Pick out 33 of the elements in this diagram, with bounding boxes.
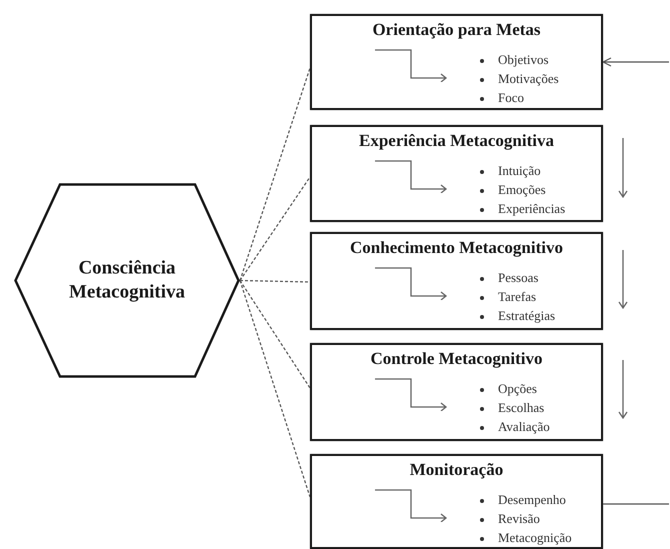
bullet-item: Foco xyxy=(498,90,524,106)
box-heading: Monitoração xyxy=(408,460,504,480)
box-heading: Orientação para Metas xyxy=(371,20,542,40)
bullet-item: Escolhas xyxy=(498,400,544,416)
bullet-item: Metacognição xyxy=(498,530,572,546)
bullet-item: Opções xyxy=(498,381,537,397)
bullet-item: Emoções xyxy=(498,182,546,198)
bullet-item: Experiências xyxy=(498,201,566,217)
box-heading: Experiência Metacognitiva xyxy=(358,131,555,151)
bullet-item: Estratégias xyxy=(498,308,556,324)
box-heading: Controle Metacognitivo xyxy=(369,349,544,369)
bullet-item: Objetivos xyxy=(498,52,549,68)
category-box xyxy=(310,14,603,110)
category-box xyxy=(310,232,603,330)
dashed-connector xyxy=(240,176,310,281)
bullet-item: Pessoas xyxy=(498,270,538,286)
bullet-item: Revisão xyxy=(498,511,540,527)
box-heading: Conhecimento Metacognitivo xyxy=(349,238,564,258)
dashed-connector xyxy=(239,280,311,498)
category-box xyxy=(310,125,603,222)
dashed-connector xyxy=(240,280,310,388)
bullet-item: Motivações xyxy=(498,71,559,87)
dashed-connector xyxy=(239,68,311,281)
bullet-item: Tarefas xyxy=(498,289,536,305)
hexagon-shape xyxy=(14,183,240,378)
dashed-connector xyxy=(240,280,310,283)
hexagon-label: Consciência Metacognitiva xyxy=(68,256,186,304)
bullet-item: Desempenho xyxy=(498,492,566,508)
arrow xyxy=(602,57,669,67)
category-box xyxy=(310,454,603,549)
bullet-item: Intuição xyxy=(498,163,541,179)
category-box xyxy=(310,343,603,441)
bullet-item: Avaliação xyxy=(498,419,550,435)
